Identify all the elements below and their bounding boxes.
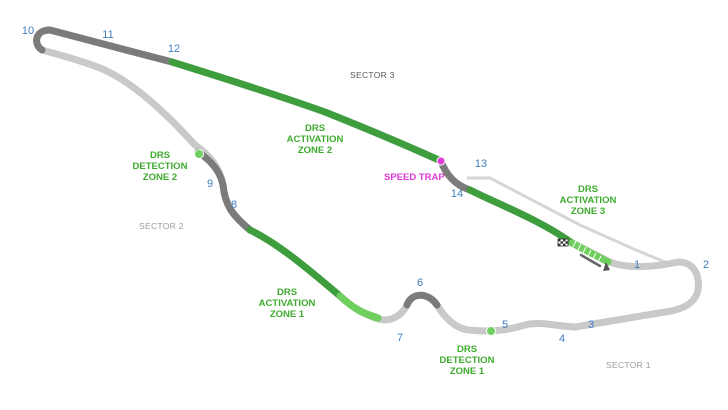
drs-activation-zone-2-label: DRS ACTIVATION ZONE 2 — [286, 123, 344, 156]
track-dark-t6 — [403, 291, 441, 309]
turn-8-label: 8 — [230, 199, 238, 211]
turn-5-label: 5 — [501, 319, 509, 331]
drs-detection-2-marker — [194, 149, 204, 159]
turn-10-label: 10 — [21, 25, 35, 37]
turn-12-label: 12 — [167, 43, 181, 55]
turn-2-label: 2 — [702, 259, 710, 271]
drs-detection-1-marker — [486, 326, 496, 336]
start-grid — [572, 240, 602, 263]
turn-9-label: 9 — [206, 178, 214, 190]
pit-lane-icon — [579, 253, 610, 271]
turn-7-label: 7 — [396, 332, 404, 344]
turn-6-label: 6 — [416, 277, 424, 289]
drs-detection-zone-2-label: DRS DETECTION ZONE 2 — [132, 150, 188, 183]
turn-11-label: 11 — [102, 29, 114, 41]
turn-1-label: 1 — [633, 259, 641, 271]
turn-3-label: 3 — [587, 319, 595, 331]
drs-activation-zone-1-label: DRS ACTIVATION ZONE 1 — [258, 287, 316, 320]
turn-13-label: 13 — [474, 158, 488, 170]
drs-detection-zone-1-label: DRS DETECTION ZONE 1 — [439, 344, 495, 377]
sector-3-label: SECTOR 3 — [350, 70, 395, 80]
drs-activation-zone-3-label: DRS ACTIVATION ZONE 3 — [559, 184, 617, 217]
turn-14-label: 14 — [450, 188, 464, 200]
sector-2-label: SECTOR 2 — [139, 221, 184, 231]
track-dark-t10-t12 — [33, 26, 176, 66]
checkered-flag-icon — [557, 238, 569, 247]
drs-zone-2-track — [168, 58, 445, 165]
track-dark-t13 — [437, 157, 474, 194]
sector-1-label: SECTOR 1 — [606, 360, 651, 370]
drs-zone-1-track-end — [336, 292, 382, 322]
turn-4-label: 4 — [558, 333, 566, 345]
speed-trap-label: SPEED TRAP — [384, 172, 445, 183]
pit-lane — [466, 176, 667, 264]
drs-zone-3-track — [466, 186, 576, 247]
track-dark-t9 — [194, 148, 254, 234]
speed-trap-marker — [436, 156, 446, 166]
